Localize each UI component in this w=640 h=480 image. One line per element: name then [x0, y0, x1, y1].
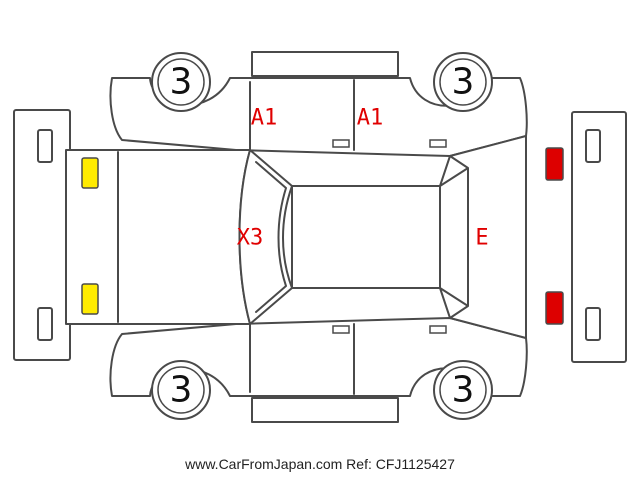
front-light-top: [81, 157, 99, 189]
wheel-rear-right[interactable]: 3: [433, 360, 493, 420]
wheel-rear-right-grade: 3: [452, 370, 475, 411]
wheel-rear-left-grade: 3: [452, 62, 475, 103]
reference-footer: www.CarFromJapan.com Ref: CFJ1125427: [185, 456, 455, 472]
roof: [291, 185, 441, 289]
roof-rail-top: [251, 51, 399, 77]
wheel-front-left-grade: 3: [170, 62, 193, 103]
wheel-front-right[interactable]: 3: [151, 360, 211, 420]
rear-glass: [439, 167, 469, 307]
rear-bumper: [571, 111, 627, 363]
front-bumper: [13, 109, 71, 361]
wheel-front-left[interactable]: 3: [151, 52, 211, 112]
damage-code-front-door: A1: [251, 106, 278, 131]
rear-light-bottom: [545, 291, 564, 325]
wheel-front-right-grade: 3: [170, 370, 193, 411]
damage-code-rear-door: A1: [357, 106, 384, 131]
roof-rail-bottom: [251, 397, 399, 423]
front-light-bottom: [81, 283, 99, 315]
rear-light-top: [545, 147, 564, 181]
windshield: [238, 149, 293, 325]
wheel-rear-left[interactable]: 3: [433, 52, 493, 112]
damage-code-hood: X3: [237, 226, 264, 251]
damage-code-rear-glass: E: [475, 226, 488, 251]
